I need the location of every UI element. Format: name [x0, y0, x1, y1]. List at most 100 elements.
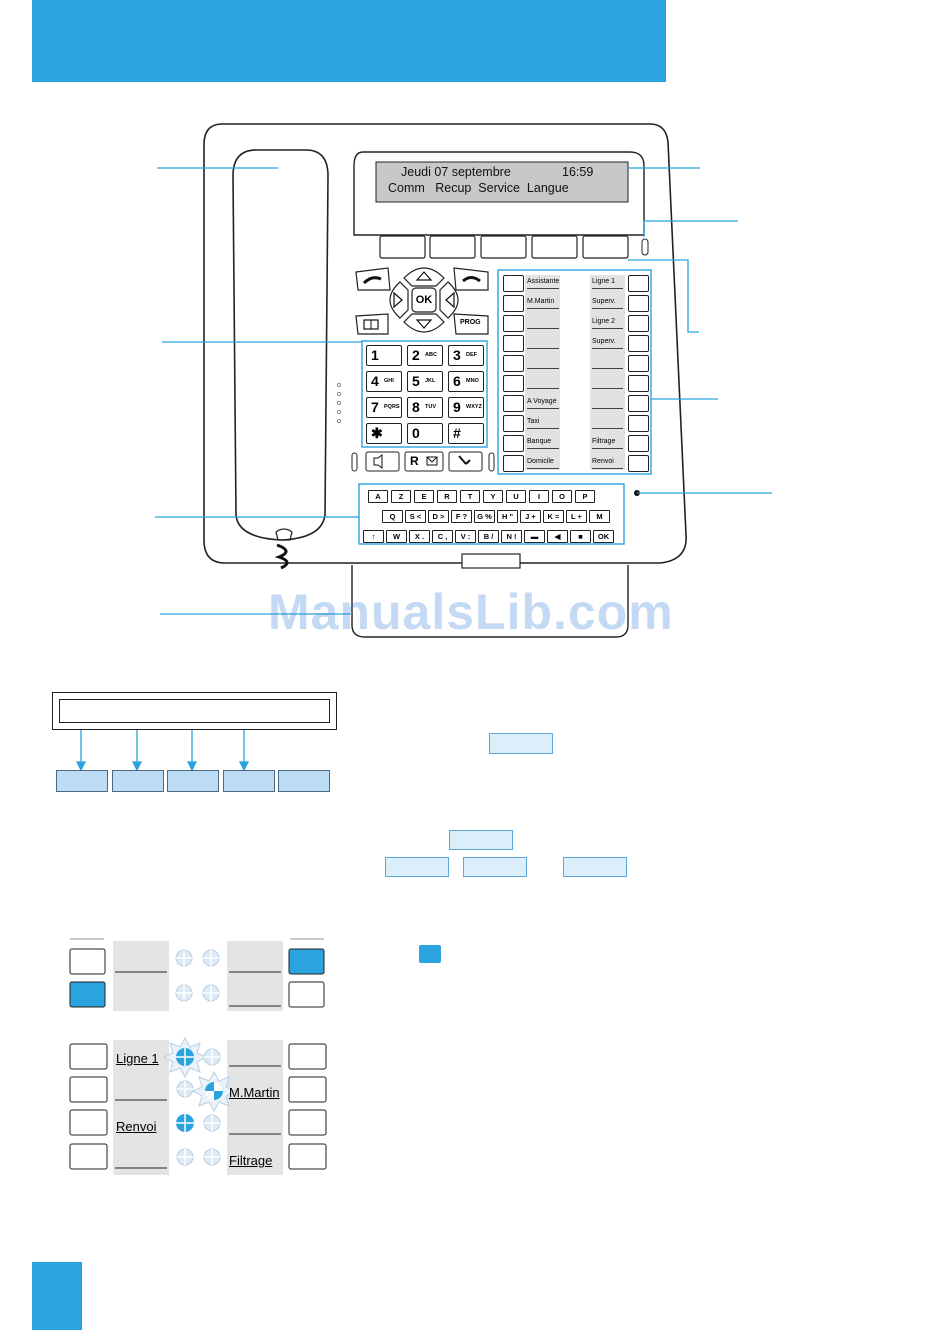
prog-key-right-3[interactable] [628, 315, 649, 332]
prog-key-right-label: Ligne 2 [592, 318, 623, 329]
prog-key-right-9[interactable] [628, 435, 649, 452]
keyboard-key-2-8[interactable]: K = [543, 510, 564, 523]
keyboard-key-1-1[interactable]: A [368, 490, 388, 503]
dialpad-letters: WXYZ [466, 404, 482, 410]
keyboard-key-1-6[interactable]: Y [483, 490, 503, 503]
prog-key-left-10[interactable] [503, 455, 524, 472]
prog-key-left-5[interactable] [503, 355, 524, 372]
prog-key-left-label: Domicile [527, 458, 559, 469]
dialpad-key-12[interactable]: # [448, 423, 484, 444]
prog-key-left-label [527, 358, 559, 369]
lcd-menu: Comm Recup Service Langue [388, 181, 569, 195]
prog-key-left-6[interactable] [503, 375, 524, 392]
keyboard-key-2-1[interactable]: Q [382, 510, 403, 523]
inline-key-marker [449, 830, 513, 850]
prog-key-left-1[interactable] [503, 275, 524, 292]
prog-key-right-6[interactable] [628, 375, 649, 392]
keyboard-key-1-4[interactable]: R [437, 490, 457, 503]
prog-key-right-label: Ligne 1 [592, 278, 623, 289]
keyboard-key-3-7[interactable]: N ! [501, 530, 522, 543]
dialpad-key-11[interactable]: 0 [407, 423, 443, 444]
dialpad-digit: 4 [371, 373, 379, 389]
led-label-left: Ligne 1 [116, 1051, 159, 1066]
led-label-right: M.Martin [229, 1085, 280, 1100]
keyboard-key-2-3[interactable]: D > [428, 510, 449, 523]
dialpad-digit: 8 [412, 399, 420, 415]
diagram-softkey-4 [223, 770, 275, 792]
keyboard-key-2-5[interactable]: G % [474, 510, 495, 523]
prog-key-left-9[interactable] [503, 435, 524, 452]
keyboard-key-3-8[interactable]: ▬ [524, 530, 545, 543]
prog-key-left-4[interactable] [503, 335, 524, 352]
led-label-left: Renvoi [116, 1119, 157, 1134]
led-diagram-2 [69, 1036, 327, 1175]
prog-key-right-label [592, 418, 623, 429]
keyboard-key-3-6[interactable]: B / [478, 530, 499, 543]
prog-key-left-7[interactable] [503, 395, 524, 412]
prog-key-right-label: Superv. [592, 338, 623, 349]
keyboard-key-3-5[interactable]: V : [455, 530, 476, 543]
dialpad-key-1[interactable]: 1 [366, 345, 402, 366]
prog-key-left-label: Taxi [527, 418, 559, 429]
ok-key-label[interactable]: OK [415, 294, 433, 306]
keyboard-key-3-9[interactable]: ◀ [547, 530, 568, 543]
keyboard-key-3-4[interactable]: C , [432, 530, 453, 543]
prog-key-left-2[interactable] [503, 295, 524, 312]
diagram-softkey-5 [278, 770, 330, 792]
header-band [32, 0, 666, 82]
phone-illustration [155, 123, 772, 638]
dialpad-digit: # [453, 425, 461, 441]
prog-key-right-label [592, 378, 623, 389]
inline-key-marker [489, 733, 553, 754]
prog-key-right-2[interactable] [628, 295, 649, 312]
dialpad-digit: 7 [371, 399, 379, 415]
prog-key-left-8[interactable] [503, 415, 524, 432]
keyboard-key-3-1[interactable]: ↑ [363, 530, 384, 543]
prog-key-right-4[interactable] [628, 335, 649, 352]
keyboard-key-3-10[interactable]: ■ [570, 530, 591, 543]
keyboard-key-2-10[interactable]: M [589, 510, 610, 523]
prog-key-left-3[interactable] [503, 315, 524, 332]
prog-key-right-1[interactable] [628, 275, 649, 292]
keyboard-key-1-8[interactable]: I [529, 490, 549, 503]
keyboard-key-1-2[interactable]: Z [391, 490, 411, 503]
dialpad-letters: DEF [466, 352, 477, 358]
dialpad-letters: ABC [425, 352, 437, 358]
keyboard-key-2-4[interactable]: F ? [451, 510, 472, 523]
prog-key-left-label: M.Martin [527, 298, 559, 309]
keyboard-key-3-11[interactable]: OK [593, 530, 614, 543]
keyboard-key-2-6[interactable]: H " [497, 510, 518, 523]
dialpad-letters: GHI [384, 378, 394, 384]
dialpad-key-10[interactable]: ✱ [366, 423, 402, 444]
dialpad-letters: JKL [425, 378, 436, 384]
prog-key-label[interactable]: PROG [460, 319, 481, 326]
keyboard-key-1-7[interactable]: U [506, 490, 526, 503]
prog-key-left-label: Banque [527, 438, 559, 449]
prog-key-right-7[interactable] [628, 395, 649, 412]
keyboard-key-2-2[interactable]: S < [405, 510, 426, 523]
dialpad-key-4[interactable]: 4 GHI [366, 371, 402, 392]
r-key-label[interactable]: R [410, 454, 419, 468]
dialpad-digit: 1 [371, 347, 379, 363]
keyboard-key-1-9[interactable]: O [552, 490, 572, 503]
keyboard-key-3-2[interactable]: W [386, 530, 407, 543]
keyboard-key-2-7[interactable]: J + [520, 510, 541, 523]
keyboard-key-3-3[interactable]: X . [409, 530, 430, 543]
keyboard-key-1-3[interactable]: E [414, 490, 434, 503]
keyboard-key-1-5[interactable]: T [460, 490, 480, 503]
inline-key-marker [463, 857, 527, 877]
display-diagram [52, 692, 337, 730]
keyboard-key-2-9[interactable]: L + [566, 510, 587, 523]
prog-key-right-10[interactable] [628, 455, 649, 472]
keyboard-key-1-10[interactable]: P [575, 490, 595, 503]
prog-key-right-label: Renvoi [592, 458, 623, 469]
prog-key-right-5[interactable] [628, 355, 649, 372]
prog-key-right-8[interactable] [628, 415, 649, 432]
